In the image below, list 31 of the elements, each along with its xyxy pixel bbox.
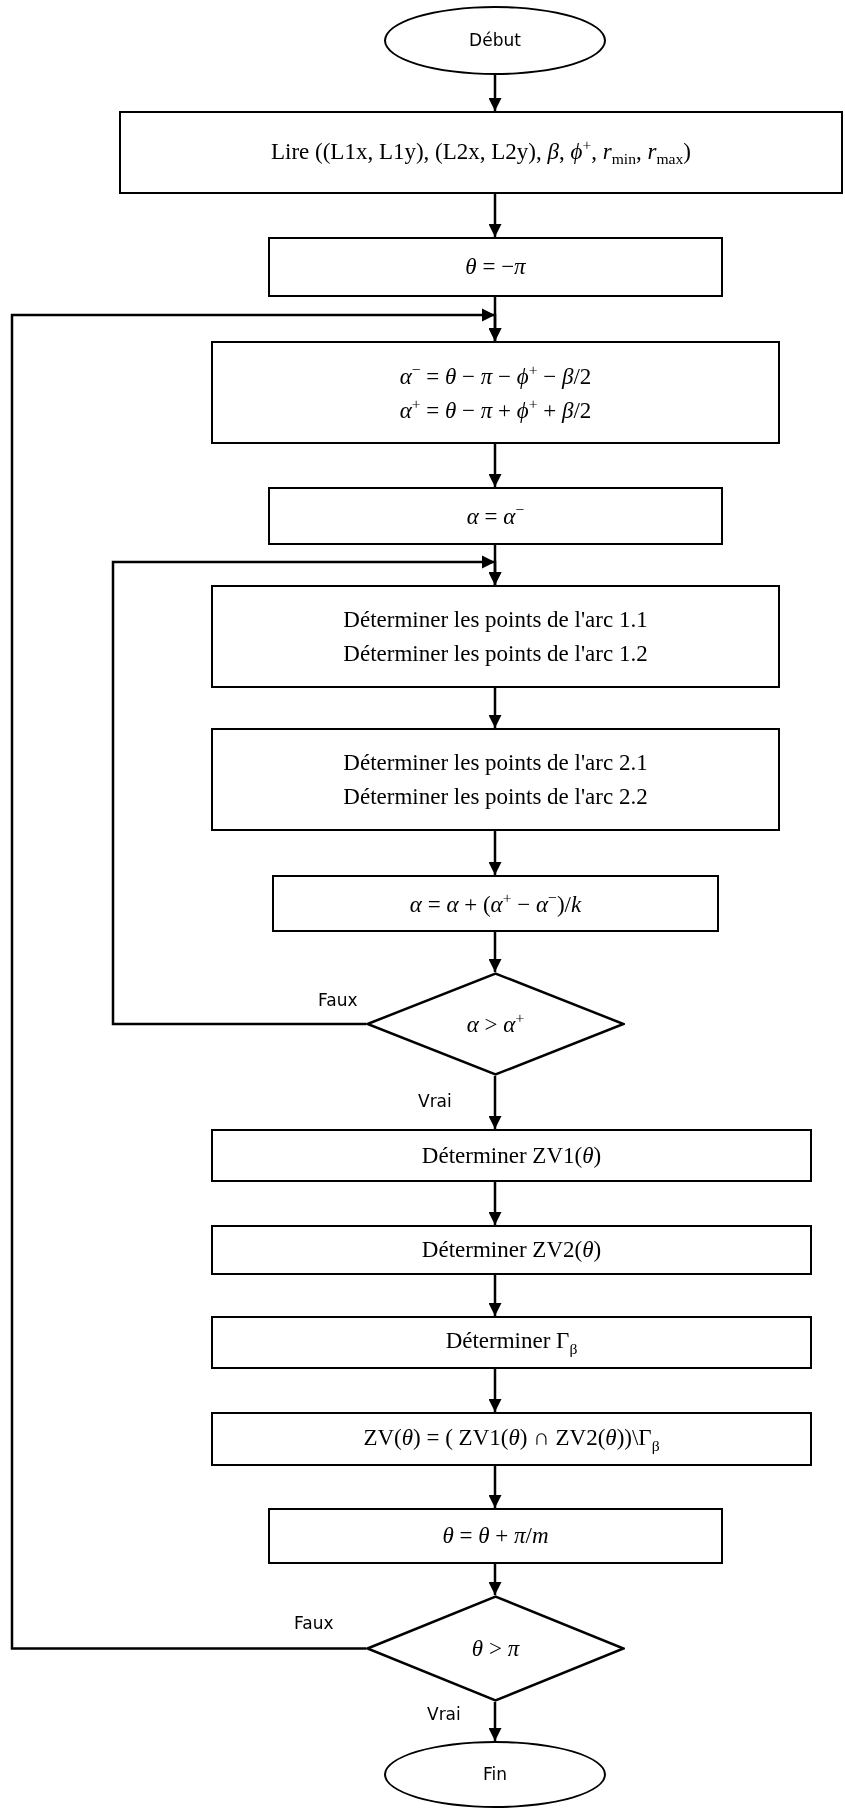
node-text: Déterminer les points de l'arc 2.1 — [343, 749, 648, 778]
node-text: Déterminer les points de l'arc 1.2 — [343, 639, 648, 668]
process-box — [211, 728, 780, 831]
node-text: θ = θ + π/m — [442, 1522, 549, 1551]
node-text: θ > π — [471, 1634, 520, 1663]
process-box — [268, 1508, 723, 1564]
process-box — [119, 111, 843, 194]
process-box — [268, 237, 723, 297]
node-text: Début — [469, 29, 521, 53]
node-text: Déterminer ZV2(θ) — [421, 1236, 602, 1265]
node-text: Lire ((L1x, L1y), (L2x, L2y), β, ϕ$^{+}$, r$_{min}$, r$_{max}$) — [270, 135, 691, 170]
node-text: α = α + (α$^{+}$ − α$^{−}$)/k — [409, 887, 582, 919]
process-box — [268, 487, 723, 545]
node-text: ZV(θ) = ( ZV1(θ) ∩ ZV2(θ))\Γ$_{β}$ — [363, 1423, 660, 1456]
node-text: Déterminer les points de l'arc 2.2 — [343, 782, 648, 811]
node-text: α > α$^{+}$ — [466, 1008, 525, 1039]
process-box — [211, 341, 780, 444]
process-box — [211, 1129, 812, 1182]
process-box — [211, 585, 780, 688]
node-text: Déterminer les points de l'arc 1.1 — [343, 606, 648, 635]
node-text: Déterminer ZV1(θ) — [421, 1141, 602, 1170]
node-text: α = α$^{−}$ — [466, 500, 525, 531]
process-box — [211, 1225, 812, 1275]
node-text: α$^{+}$ = θ − π + ϕ$^{+}$ + β/2 — [399, 393, 592, 425]
node-text: Déterminer Γ$_{β}$ — [445, 1327, 578, 1359]
process-box — [211, 1412, 812, 1466]
node-text: θ = −π — [465, 253, 526, 282]
process-box — [211, 1316, 812, 1369]
node-text: Fin — [482, 1763, 507, 1787]
process-box — [272, 875, 719, 932]
node-text: α$^{−}$ = θ − π − ϕ$^{+}$ − β/2 — [399, 359, 592, 391]
